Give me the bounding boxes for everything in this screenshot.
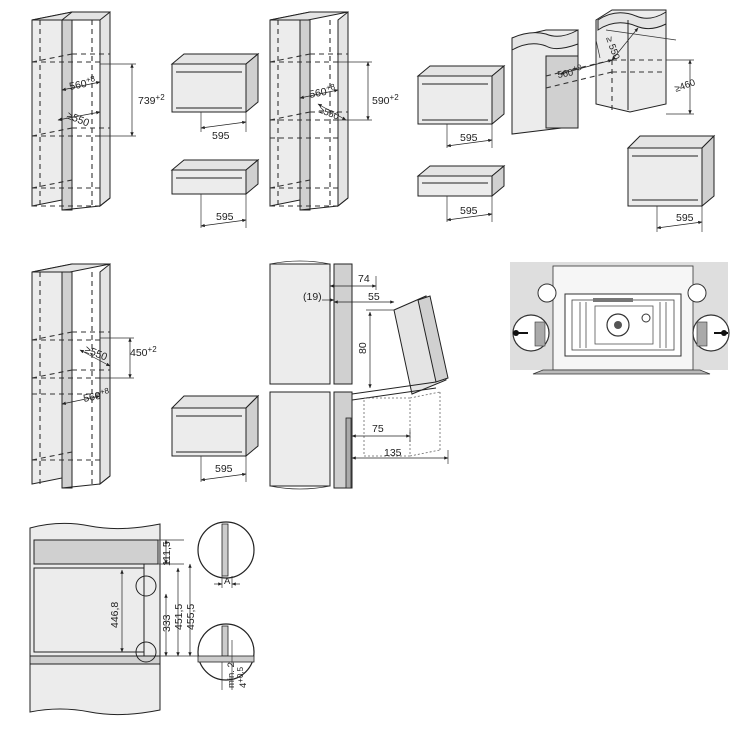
svg-text:560+8: 560+8	[68, 74, 97, 93]
svg-text:739+2: 739+2	[138, 93, 165, 107]
dim-4: 4	[238, 683, 249, 688]
height-value: 450	[130, 347, 148, 359]
tall-cabinet-739: 560+8 ≥550 739+2	[31, 10, 165, 211]
width-tolerance: +8	[85, 74, 96, 85]
height-value: 739	[138, 95, 156, 107]
svg-text:560+8: 560+8	[308, 82, 337, 101]
tall-cabinet-590: 560+8 ≥550 590+2	[269, 10, 399, 211]
height-tolerance: +2	[390, 93, 400, 102]
svg-text:590+2: 590+2	[372, 93, 399, 107]
dim-75: 75	[372, 423, 384, 435]
screw-icon-right	[714, 330, 728, 336]
svg-text:560+8: 560+8	[556, 63, 584, 81]
width-value: 595	[216, 211, 234, 223]
dim-19: (19)	[303, 291, 322, 303]
side-section: 74 (19) 55 80 75 135	[269, 260, 449, 490]
dim-455-5: 455,5	[185, 604, 197, 630]
appliance-drawer-1: 595	[170, 158, 260, 228]
width-value: 595	[212, 130, 230, 142]
dim-135: 135	[384, 447, 402, 459]
fan-icon	[606, 313, 630, 337]
dim-80: 80	[357, 342, 369, 354]
width-value: 560	[68, 78, 88, 93]
height-value: 590	[372, 95, 390, 107]
width-value: 595	[215, 463, 233, 475]
base-cabinet: ≥ 550 560+8 ≥460	[511, 9, 697, 135]
width-value: 595	[460, 132, 478, 144]
svg-text:450+2: 450+2	[130, 345, 157, 359]
dim-446-8: 446,8	[109, 602, 121, 628]
appliance-drawer-2: 595	[416, 164, 506, 222]
front-section: 111,5 446,8 333 451,5 455,5 A min. 2 4+0…	[29, 521, 255, 716]
width-value: 560	[308, 86, 328, 101]
dim-111-5: 111,5	[161, 541, 173, 566]
width-tolerance: +8	[99, 386, 110, 397]
dim-74: 74	[358, 273, 370, 285]
appliance-box-2: 595	[416, 64, 506, 148]
width-tolerance: +8	[325, 82, 336, 93]
height-value: ≥460	[673, 77, 697, 95]
dim-451-5: 451,5	[173, 604, 185, 630]
screw-icon-left	[513, 330, 528, 336]
height-tolerance: +2	[156, 93, 166, 102]
svg-text:4+0,5: 4+0,5	[236, 666, 249, 688]
width-tolerance: +8	[572, 63, 583, 74]
tall-cabinet-450: ≥550 560+8 450+2	[31, 262, 157, 489]
dim-55: 55	[368, 291, 380, 303]
width-value: 595	[460, 205, 478, 217]
dim-333: 333	[161, 614, 173, 632]
appliance-box-3: 595	[626, 134, 716, 232]
appliance-box-4: 595	[170, 394, 260, 482]
width-value: 560	[82, 390, 102, 405]
width-value: 595	[676, 212, 694, 224]
height-tolerance: +2	[148, 345, 158, 354]
width-value: 560	[557, 67, 575, 81]
dim-4-tolerance: +0,5	[236, 666, 245, 682]
appliance-box-1: 595	[170, 52, 260, 142]
dim-min-2: min. 2	[226, 662, 237, 688]
svg-text:560+8: 560+8	[82, 386, 111, 405]
oven-front-detail	[510, 262, 730, 375]
detail-a-label: A	[224, 576, 231, 587]
